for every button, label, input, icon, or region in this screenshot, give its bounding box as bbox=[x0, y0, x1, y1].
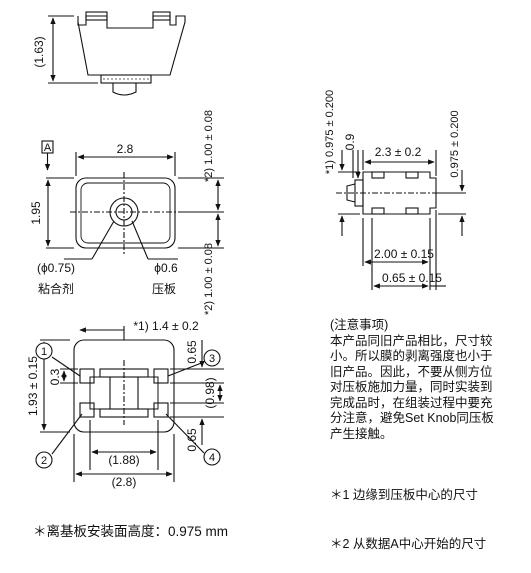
side-left-dim: *1) 0.975 ± 0.200 bbox=[324, 90, 336, 174]
bottom-inner-left-dim: 0.3 bbox=[48, 368, 62, 385]
hole-label: 粘合剂 bbox=[38, 281, 74, 296]
front-width-dim: 2.8 bbox=[117, 142, 134, 156]
notes-line-4: 对压板施加力量，同时实装到 bbox=[330, 380, 493, 394]
top-view bbox=[48, 11, 186, 96]
notes-heading: (注意事项) bbox=[330, 318, 389, 332]
side-view bbox=[336, 150, 466, 290]
front-view bbox=[41, 140, 224, 260]
footnote-2: ＊2 从数据A中心开始的尺寸 bbox=[330, 537, 487, 551]
side-bottom-dim-1: 2.00 ± 0.15 bbox=[374, 247, 434, 261]
callout-2: 2 bbox=[41, 455, 47, 467]
front-height-dim: 1.95 bbox=[29, 201, 43, 225]
callout-1: 1 bbox=[41, 346, 47, 358]
front-right-dim-bottom: *2) 1.00 ± 0.08 bbox=[203, 243, 215, 315]
footnote-1: ＊1 边缘到压板中心的尺寸 bbox=[330, 488, 478, 502]
bottom-top-dim: *1) 1.4 ± 0.2 bbox=[133, 319, 199, 333]
notes-line-7: 产生接触。 bbox=[330, 426, 393, 441]
bottom-right-top-dim: 0.65 bbox=[185, 340, 199, 364]
bottom-right-mid-dim: (0.98) bbox=[203, 377, 217, 408]
boss-dim: ϕ0.6 bbox=[154, 261, 178, 275]
front-right-dim-top: *2) 1.00 ± 0.08 bbox=[203, 110, 215, 182]
notes-line-3: 旧产品。因此，不要从侧方位 bbox=[330, 364, 493, 379]
notes-block: (注意事项) 本产品同旧产品相比，尺寸较 小。所以膜的剥离强度也小于 旧产品。因… bbox=[330, 318, 525, 442]
callout-4: 4 bbox=[209, 452, 215, 464]
side-top-width-dim: 2.3 ± 0.2 bbox=[375, 145, 422, 159]
side-right-dim: 0.975 ± 0.200 bbox=[449, 110, 461, 177]
notes-line-1: 本产品同旧产品相比，尺寸较 bbox=[330, 333, 493, 348]
side-dim-09: 0.9 bbox=[343, 133, 357, 150]
bottom-view bbox=[35, 326, 224, 482]
notes-line-2: 小。所以膜的剥离强度也小于 bbox=[330, 349, 493, 363]
callout-3: 3 bbox=[209, 353, 215, 365]
notes-line-6: 分注意，避免Set Knob同压板 bbox=[330, 411, 494, 425]
bottom-left-dim: 1.93 ± 0.15 bbox=[26, 356, 40, 416]
datum-label: A bbox=[44, 142, 52, 154]
bottom-inner-width-dim: (1.88) bbox=[108, 453, 139, 467]
mount-height-note: ＊离基板安装面高度：0.975 mm bbox=[33, 524, 229, 539]
notes-line-5: 完成品时，在组装过程中要充 bbox=[330, 395, 493, 410]
bottom-right-bottom-dim: 0.65 bbox=[185, 428, 199, 452]
side-bottom-dim-2: 0.65 ± 0.15 bbox=[382, 271, 442, 285]
hole-dim: (ϕ0.75) bbox=[37, 261, 75, 275]
boss-label: 压板 bbox=[152, 282, 176, 296]
top-view-height-dim: (1.63) bbox=[32, 36, 46, 67]
bottom-outer-width-dim: (2.8) bbox=[112, 475, 137, 489]
